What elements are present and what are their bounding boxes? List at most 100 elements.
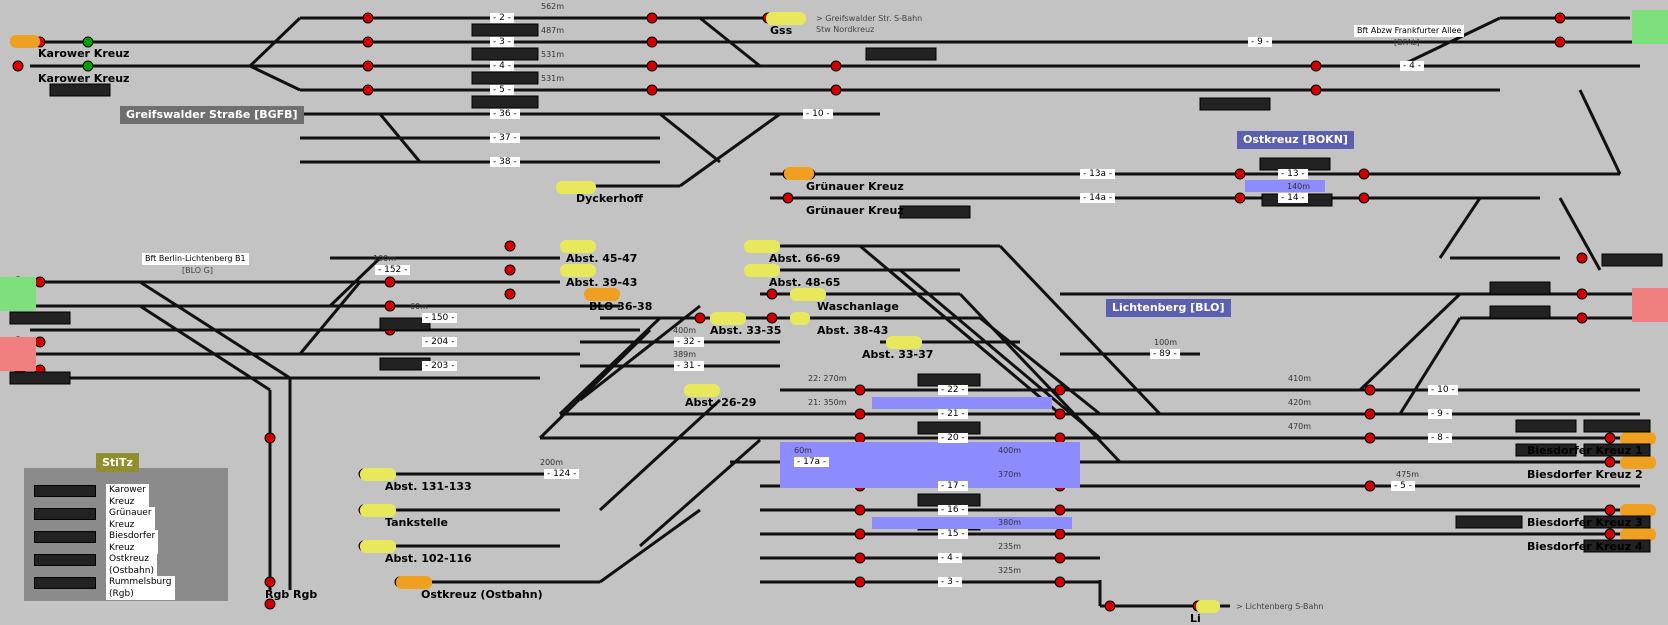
train-number-field[interactable]: [1199, 97, 1271, 111]
signal-label-pill[interactable]: [710, 312, 746, 325]
signal-label-pill[interactable]: [360, 468, 396, 481]
train-number-field[interactable]: [471, 95, 539, 109]
label-gruenauer-kreuz-1[interactable]: Grünauer Kreuz: [806, 180, 904, 193]
train-number-field[interactable]: [471, 47, 539, 61]
label-tankstelle[interactable]: Tankstelle: [385, 516, 448, 529]
signal-label-pill[interactable]: [784, 167, 814, 180]
signal-label-pill[interactable]: [560, 264, 596, 277]
track-label[interactable]: - 10 -: [803, 109, 833, 119]
signal-light[interactable]: [1358, 168, 1370, 180]
train-number-field[interactable]: [1489, 305, 1551, 319]
track-label[interactable]: - 3 -: [490, 37, 514, 47]
label-abst-102-116[interactable]: Abst. 102-116: [385, 552, 472, 565]
signal-light[interactable]: [854, 576, 866, 588]
signal-light[interactable]: [362, 36, 374, 48]
track-label[interactable]: - 3 -: [938, 577, 962, 587]
label-li[interactable]: Li: [1190, 612, 1201, 625]
track-label[interactable]: - 14a -: [1080, 193, 1116, 203]
signal-label-pill[interactable]: [766, 12, 806, 25]
track-label[interactable]: - 150 -: [422, 313, 458, 323]
track-label[interactable]: - 10 -: [1428, 385, 1458, 395]
signal-light[interactable]: [1364, 408, 1376, 420]
signal-light[interactable]: [1364, 432, 1376, 444]
signal-label-pill[interactable]: [1196, 600, 1220, 613]
signal-light[interactable]: [766, 288, 778, 300]
label-gss[interactable]: Gss: [770, 24, 793, 37]
train-number-field[interactable]: [9, 311, 71, 325]
signal-light[interactable]: [1054, 408, 1066, 420]
signal-light[interactable]: [34, 276, 46, 288]
track-label[interactable]: - 8 -: [1428, 433, 1452, 443]
label-biesdorfer-kreuz-4[interactable]: Biesdorfer Kreuz 4: [1527, 540, 1643, 553]
signal-label-pill[interactable]: [10, 35, 40, 48]
label-abst-39-43[interactable]: Abst. 39-43: [566, 276, 638, 289]
signal-label-pill[interactable]: [1620, 456, 1656, 469]
signal-light[interactable]: [362, 60, 374, 72]
track-label[interactable]: - 14 -: [1278, 193, 1308, 203]
label-gruenauer-kreuz-2[interactable]: Grünauer Kreuz: [806, 204, 904, 217]
track-label[interactable]: - 89 -: [1150, 349, 1180, 359]
signal-light[interactable]: [1234, 192, 1246, 204]
signal-label-pill[interactable]: [360, 540, 396, 553]
signal-label-pill[interactable]: [1620, 528, 1656, 541]
track-label[interactable]: - 20 -: [938, 433, 968, 443]
signal-light[interactable]: [1310, 60, 1322, 72]
signal-label-pill[interactable]: [396, 576, 432, 589]
track-label[interactable]: - 31 -: [674, 361, 704, 371]
signal-label-pill[interactable]: [1620, 504, 1656, 517]
signal-light[interactable]: [782, 192, 794, 204]
signal-light[interactable]: [82, 36, 94, 48]
signal-light[interactable]: [854, 552, 866, 564]
label-ostkreuz-ostbahn[interactable]: Ostkreuz (Ostbahn): [421, 588, 543, 601]
track-label[interactable]: - 15 -: [938, 529, 968, 539]
signal-label-pill[interactable]: [360, 504, 396, 517]
track-label[interactable]: - 38 -: [490, 157, 520, 167]
signal-label-pill[interactable]: [684, 384, 720, 397]
signal-light[interactable]: [1554, 12, 1566, 24]
signal-light[interactable]: [12, 60, 24, 72]
track-label[interactable]: - 4 -: [1400, 61, 1424, 71]
signal-light[interactable]: [1576, 288, 1588, 300]
signal-light[interactable]: [1104, 600, 1116, 612]
signal-light[interactable]: [830, 60, 842, 72]
track-label[interactable]: - 9 -: [1428, 409, 1452, 419]
signal-light[interactable]: [1364, 384, 1376, 396]
signal-light[interactable]: [646, 84, 658, 96]
train-number-field[interactable]: [379, 317, 431, 331]
signal-label-pill[interactable]: [584, 288, 620, 301]
signal-light[interactable]: [854, 384, 866, 396]
signal-label-pill[interactable]: [560, 240, 596, 253]
signal-light[interactable]: [1364, 480, 1376, 492]
label-abst-33-37[interactable]: Abst. 33-37: [862, 348, 934, 361]
signal-light[interactable]: [1054, 552, 1066, 564]
label-rgb-rgb[interactable]: Rgb Rgb: [265, 588, 318, 601]
signal-label-pill[interactable]: [790, 288, 826, 301]
signal-light[interactable]: [504, 288, 516, 300]
train-number-field[interactable]: [1455, 515, 1523, 529]
train-number-field[interactable]: [1583, 515, 1651, 529]
train-number-field[interactable]: [471, 23, 539, 37]
signal-light[interactable]: [830, 84, 842, 96]
track-label[interactable]: - 203 -: [422, 361, 458, 371]
signal-light[interactable]: [384, 276, 396, 288]
signal-light[interactable]: [264, 576, 276, 588]
track-label[interactable]: - 9 -: [1248, 37, 1272, 47]
label-waschanlage[interactable]: Waschanlage: [817, 300, 899, 313]
signal-light[interactable]: [264, 598, 276, 610]
train-number-field[interactable]: [1489, 281, 1551, 295]
track-label[interactable]: - 36 -: [490, 109, 520, 119]
track-label[interactable]: - 22 -: [938, 385, 968, 395]
track-label[interactable]: - 37 -: [490, 133, 520, 143]
label-abst-131-133[interactable]: Abst. 131-133: [385, 480, 472, 493]
signal-light[interactable]: [646, 12, 658, 24]
train-number-field[interactable]: [49, 83, 111, 97]
signal-light[interactable]: [1604, 528, 1616, 540]
signal-light[interactable]: [1554, 36, 1566, 48]
signal-light[interactable]: [504, 264, 516, 276]
signal-light[interactable]: [264, 432, 276, 444]
signal-light[interactable]: [1054, 528, 1066, 540]
signal-light[interactable]: [1358, 192, 1370, 204]
track-label[interactable]: - 13 -: [1278, 169, 1308, 179]
track-label[interactable]: - 124 -: [544, 469, 580, 479]
label-karower-kreuz-2[interactable]: Karower Kreuz: [38, 72, 130, 85]
